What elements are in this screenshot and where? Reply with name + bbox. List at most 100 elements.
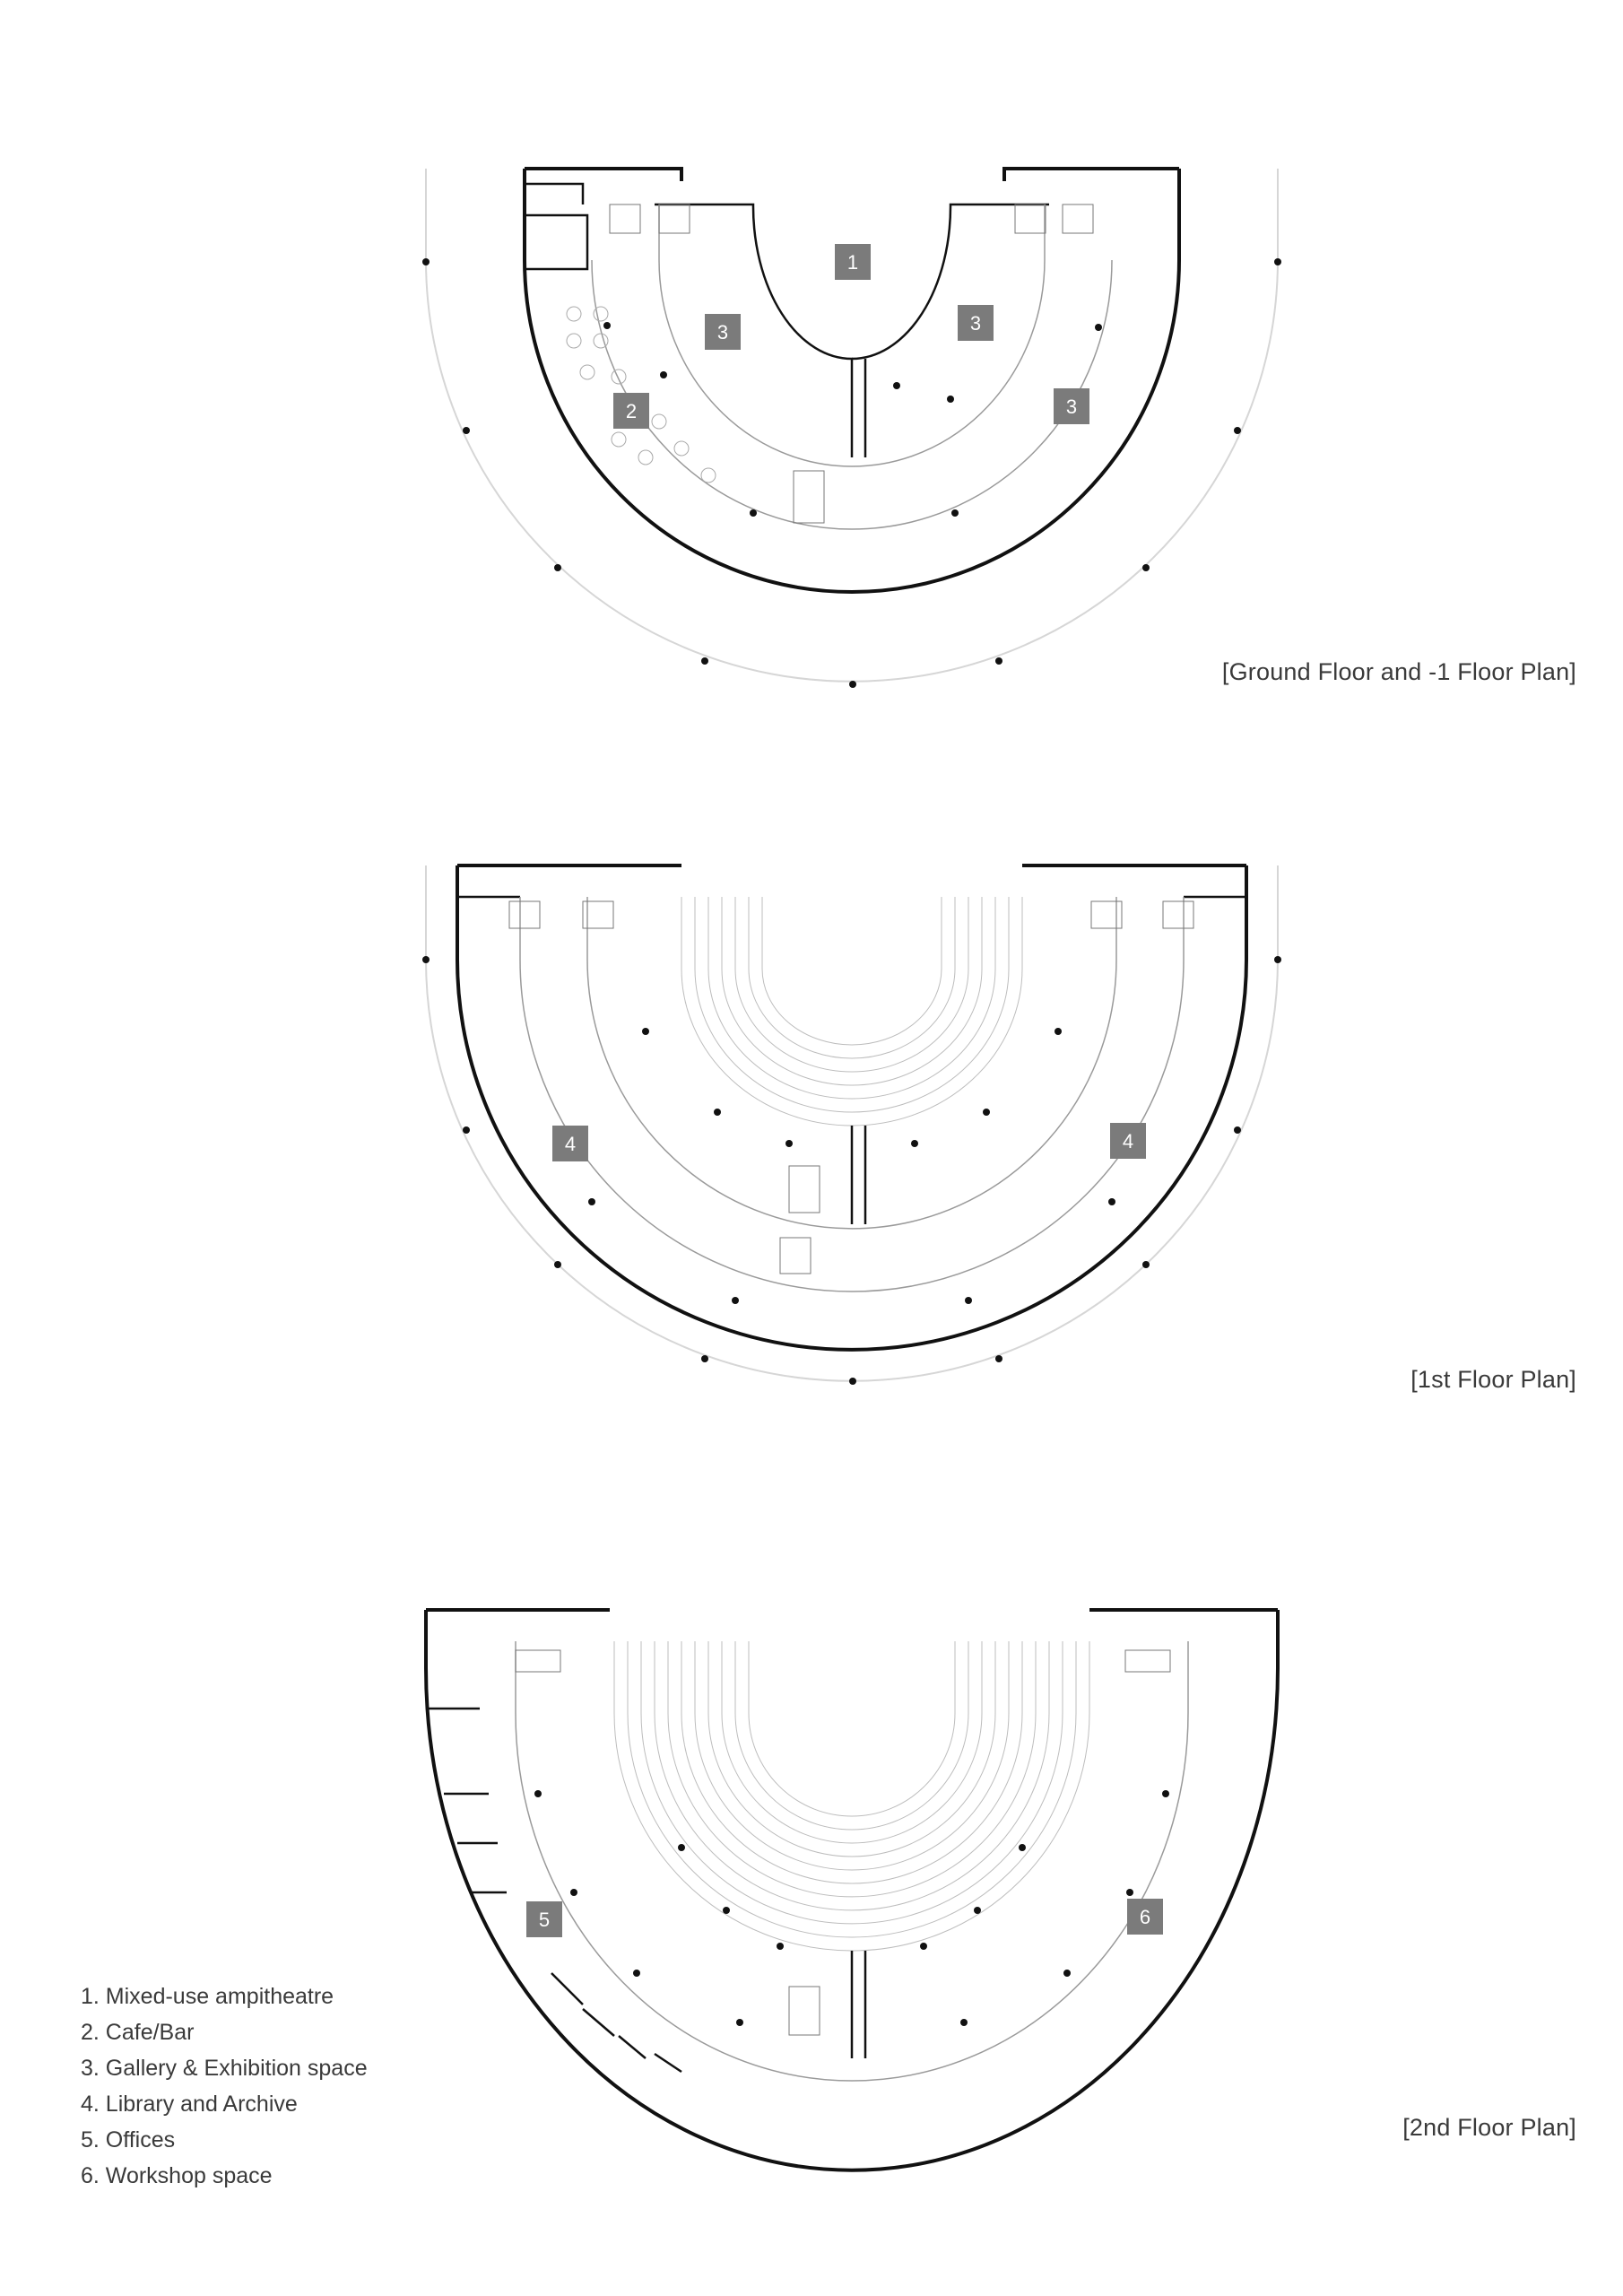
room-tag-3: 3: [705, 314, 741, 350]
amphitheatre-seating: [613, 1641, 1090, 1952]
column-dot: [463, 1126, 470, 1134]
column-dot: [701, 1355, 708, 1362]
building-outline: [456, 864, 1248, 1352]
column-dot: [1063, 1970, 1071, 1977]
column-dot: [1095, 324, 1102, 331]
legend-item-1: 1. Mixed-use ampitheatre: [81, 1984, 334, 2009]
column-dot: [736, 2019, 743, 2026]
column-grid: [422, 258, 1281, 688]
column-dot: [1162, 1790, 1169, 1797]
legend-item-4: 4. Library and Archive: [81, 2092, 298, 2117]
column-dot: [660, 371, 667, 378]
room-tag-label: 2: [626, 400, 637, 422]
amphitheatre-seating: [681, 897, 1023, 1126]
room-tag-box: [1127, 1899, 1163, 1935]
column-dot: [1142, 1261, 1150, 1268]
column-dot: [1019, 1844, 1026, 1851]
room-tag-1: 1: [835, 244, 871, 280]
column-dot: [732, 1297, 739, 1304]
column-dot: [633, 1970, 640, 1977]
column-dot: [995, 1355, 1002, 1362]
ring-lines: [591, 204, 1113, 530]
room-legend: 1. Mixed-use ampitheatre 2. Cafe/Bar 3. …: [81, 1979, 368, 2194]
column-dot: [1274, 956, 1281, 963]
column-dot: [701, 657, 708, 665]
column-dot: [534, 1790, 542, 1797]
stairs: [515, 1649, 1171, 2036]
stairs: [609, 204, 1094, 524]
column-dot: [920, 1943, 927, 1950]
building-outline: [523, 167, 1181, 594]
column-dot: [893, 382, 900, 389]
column-dot: [723, 1907, 730, 1914]
room-tags: 1 3 3 2 3: [613, 244, 1089, 429]
column-dot: [951, 509, 959, 517]
column-grid: [422, 956, 1281, 1385]
room-tag-label: 4: [565, 1133, 576, 1155]
room-tag-4: 4: [552, 1126, 588, 1161]
ring-lines: [519, 897, 1185, 1292]
column-grid: [534, 1790, 1169, 2026]
room-tag-box: [613, 393, 649, 429]
column-dot: [849, 1378, 856, 1385]
room-tag-2: 2: [613, 393, 649, 429]
column-dot: [603, 322, 611, 329]
column-dot: [974, 1907, 981, 1914]
column-dot: [642, 1028, 649, 1035]
column-dot: [1142, 564, 1150, 571]
column-dot: [422, 956, 430, 963]
column-dot: [714, 1109, 721, 1116]
room-tag-label: 5: [539, 1909, 550, 1931]
outer-canopy-arc: [425, 865, 1279, 1382]
column-dot: [1108, 1198, 1115, 1205]
column-dot: [777, 1943, 784, 1950]
legend-item-6: 6. Workshop space: [81, 2163, 273, 2188]
room-tag-box: [552, 1126, 588, 1161]
room-tag-6: 6: [1127, 1899, 1163, 1935]
column-dot: [422, 258, 430, 265]
ground-floor-plan: 1 3 3 2 3: [422, 167, 1281, 688]
column-dot: [1234, 1126, 1241, 1134]
column-dot: [463, 427, 470, 434]
ground-floor-caption: [Ground Floor and -1 Floor Plan]: [1221, 658, 1576, 685]
column-dot: [960, 2019, 968, 2026]
column-dot: [1126, 1889, 1133, 1896]
room-tag-label: 1: [847, 251, 858, 274]
building-outline: [424, 1608, 1280, 2172]
inner-walls: [525, 182, 1049, 457]
room-tag-label: 3: [717, 321, 728, 344]
column-dot: [1274, 258, 1281, 265]
room-tag-box: [1054, 388, 1089, 424]
column-dot: [750, 509, 757, 517]
column-dot: [965, 1297, 972, 1304]
second-floor-caption: [2nd Floor Plan]: [1402, 2114, 1576, 2141]
column-dot: [947, 396, 954, 403]
column-dot: [1055, 1028, 1062, 1035]
room-tag-3: 3: [958, 305, 994, 341]
column-dot: [678, 1844, 685, 1851]
room-tag-box: [705, 314, 741, 350]
first-floor-caption: [1st Floor Plan]: [1410, 1366, 1576, 1393]
room-tag-box: [835, 244, 871, 280]
room-tag-3: 3: [1054, 388, 1089, 424]
legend-item-3: 3. Gallery & Exhibition space: [81, 2056, 368, 2081]
inner-walls: [426, 1641, 1189, 2082]
room-tag-label: 4: [1123, 1130, 1133, 1152]
room-tag-label: 3: [1066, 396, 1077, 418]
column-dot: [785, 1140, 793, 1147]
legend-item-2: 2. Cafe/Bar: [81, 2020, 195, 2045]
inner-walls: [457, 895, 1246, 1224]
room-tag-label: 3: [970, 312, 981, 335]
column-dot: [995, 657, 1002, 665]
room-tag-4: 4: [1110, 1123, 1146, 1159]
column-dot: [588, 1198, 595, 1205]
column-dot: [911, 1140, 918, 1147]
column-dot: [983, 1109, 990, 1116]
column-dot: [1234, 427, 1241, 434]
room-tag-5: 5: [526, 1901, 562, 1937]
column-dot: [570, 1889, 577, 1896]
column-dot: [554, 564, 561, 571]
